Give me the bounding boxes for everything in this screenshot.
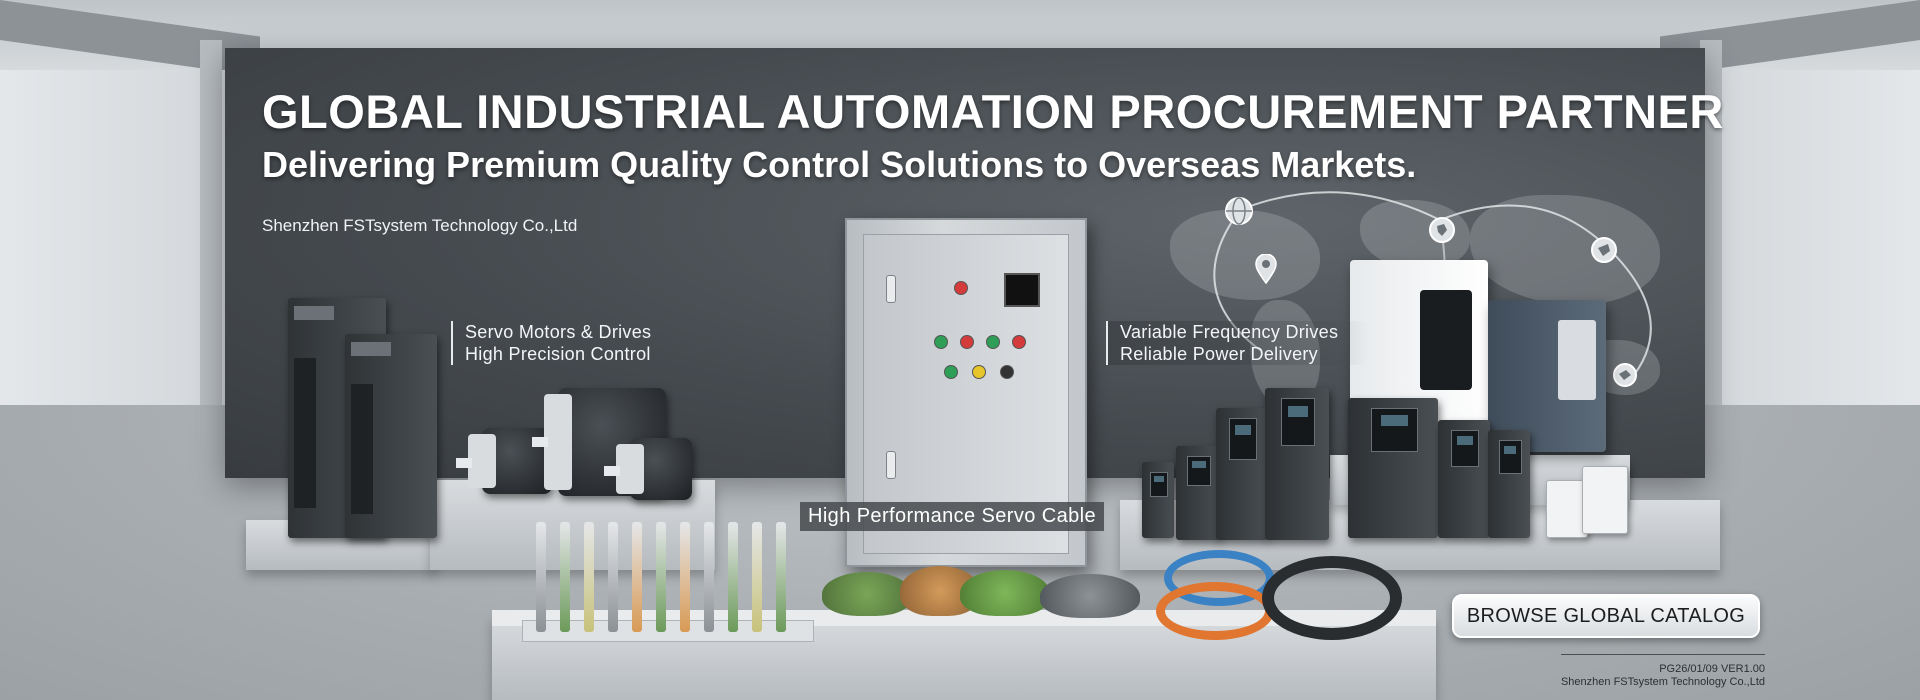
- map-pin-icon: [1613, 363, 1637, 387]
- vfd-unit-compact: [1582, 466, 1628, 534]
- cable-label: High Performance Servo Cable: [800, 502, 1104, 531]
- indicator-lamp: [934, 335, 948, 349]
- vfd-unit: [1142, 462, 1174, 538]
- cable-sample-rack: [522, 620, 814, 642]
- vfd-unit: [1216, 408, 1268, 540]
- map-pin-icon: [1429, 217, 1455, 243]
- servo-callout-subtitle: High Precision Control: [465, 344, 651, 364]
- selector-switch: [1000, 365, 1014, 379]
- map-pin-icon: [1255, 254, 1277, 284]
- servo-callout: Servo Motors & Drives High Precision Con…: [451, 321, 651, 365]
- cable-bundle: [822, 572, 912, 616]
- subheadline: Delivering Premium Quality Control Solut…: [262, 144, 1417, 185]
- cable-coil-orange: [1156, 582, 1274, 640]
- cabinet-handle-bottom: [886, 451, 896, 479]
- indicator-lamp: [972, 365, 986, 379]
- cable-sample: [776, 522, 786, 632]
- vfd-unit: [1438, 420, 1490, 538]
- cable-sample: [632, 522, 642, 632]
- cabinet-door: [863, 234, 1069, 554]
- vfd-unit-blue: [1488, 300, 1606, 452]
- cable-sample: [536, 522, 546, 632]
- globe-icon: [1225, 197, 1253, 225]
- footer-info: PG26/01/09 VER1.00 Shenzhen FSTsystem Te…: [1560, 654, 1765, 689]
- servo-motor-left: [456, 428, 552, 494]
- cable-sample: [560, 522, 570, 632]
- company-name: Shenzhen FSTsystem Technology Co.,Ltd: [262, 216, 578, 235]
- cable-sample: [584, 522, 594, 632]
- indicator-lamp: [986, 335, 1000, 349]
- vfd-unit: [1176, 446, 1220, 540]
- cable-coil-black: [1262, 556, 1402, 640]
- vfd-callout-title: Variable Frequency Drives: [1120, 322, 1339, 342]
- cable-sample: [704, 522, 714, 632]
- cable-bundle: [960, 570, 1050, 616]
- indicator-lamp: [960, 335, 974, 349]
- footer-version: PG26/01/09 VER1.00: [1659, 663, 1765, 675]
- wall-right: [1695, 70, 1920, 410]
- vfd-callout: Variable Frequency Drives Reliable Power…: [1106, 321, 1369, 365]
- cable-sample: [752, 522, 762, 632]
- pillar-right: [1700, 40, 1722, 410]
- vfd-unit: [1348, 398, 1438, 538]
- vfd-callout-subtitle: Reliable Power Delivery: [1120, 344, 1318, 364]
- wall-left: [0, 70, 225, 410]
- servo-motor-right: [604, 438, 692, 500]
- indicator-lamp: [1012, 335, 1026, 349]
- cabinet-display: [1004, 273, 1040, 307]
- cable-sample: [728, 522, 738, 632]
- headline: GLOBAL INDUSTRIAL AUTOMATION PROCUREMENT…: [262, 85, 1724, 138]
- vfd-unit: [1265, 388, 1329, 540]
- vfd-unit: [1488, 430, 1530, 538]
- cabinet-handle-top: [886, 275, 896, 303]
- indicator-lamp: [944, 365, 958, 379]
- cable-sample: [608, 522, 618, 632]
- cable-bundle: [1040, 574, 1140, 618]
- pillar-left: [200, 40, 222, 410]
- cable-sample: [656, 522, 666, 632]
- indicator-lamp: [954, 281, 968, 295]
- map-pin-icon: [1591, 237, 1617, 263]
- servo-callout-title: Servo Motors & Drives: [465, 322, 652, 342]
- cable-sample: [680, 522, 690, 632]
- servo-drive-small: [345, 334, 437, 538]
- footer-company: Shenzhen FSTsystem Technology Co.,Ltd: [1560, 676, 1765, 688]
- browse-catalog-button[interactable]: BROWSE GLOBAL CATALOG: [1452, 594, 1760, 638]
